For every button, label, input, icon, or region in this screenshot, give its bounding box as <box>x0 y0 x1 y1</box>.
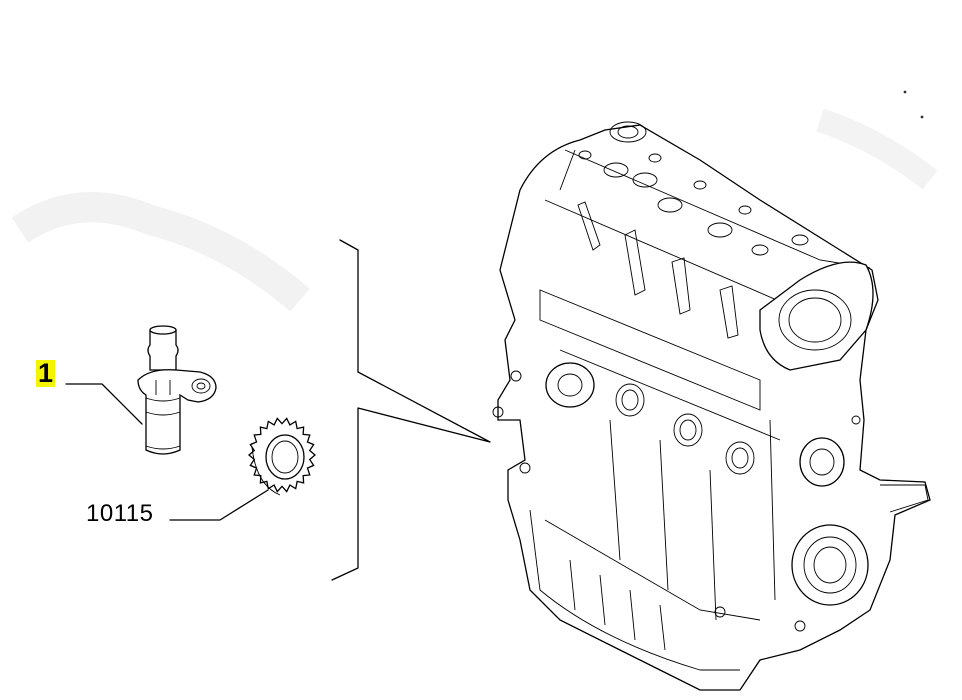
callout-label-10115: 10115 <box>86 500 154 527</box>
timing-gear-icon <box>247 417 317 496</box>
crankshaft-position-sensor-icon <box>137 325 217 455</box>
background-smudge <box>11 192 310 312</box>
engine-block-icon <box>492 90 931 691</box>
background-smudge <box>816 108 938 190</box>
leader-line-1 <box>65 383 143 425</box>
callout-label-1: 1 <box>36 358 56 388</box>
leader-line-10115 <box>169 489 269 521</box>
group-bracket <box>331 239 491 581</box>
